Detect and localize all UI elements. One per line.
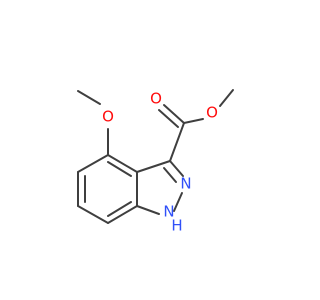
structure-canvas: O O O N N H [77, 89, 234, 235]
bond [169, 122, 185, 162]
atom-label-n: N [180, 175, 191, 193]
bond-double-inner [107, 161, 132, 177]
atom-label-n: N [163, 203, 174, 221]
bond-double-inner [107, 201, 132, 217]
bond [219, 89, 234, 107]
bond [136, 205, 160, 215]
atom-label-o: O [150, 90, 162, 108]
atom-label-o: O [206, 104, 218, 122]
bond [169, 160, 184, 177]
bond [173, 192, 183, 212]
bond [77, 90, 101, 105]
bond [77, 154, 109, 173]
bond [107, 205, 138, 224]
atom-label-h: H [171, 217, 182, 235]
bond [107, 154, 138, 173]
molecule-diagram: O O O N N H [77, 89, 234, 235]
bond-double-inner [163, 167, 177, 183]
bond-double [158, 109, 179, 128]
bond [183, 118, 204, 124]
atom-label-o: O [102, 108, 114, 126]
bond [77, 205, 109, 224]
bond [163, 104, 185, 124]
bond [136, 160, 171, 173]
